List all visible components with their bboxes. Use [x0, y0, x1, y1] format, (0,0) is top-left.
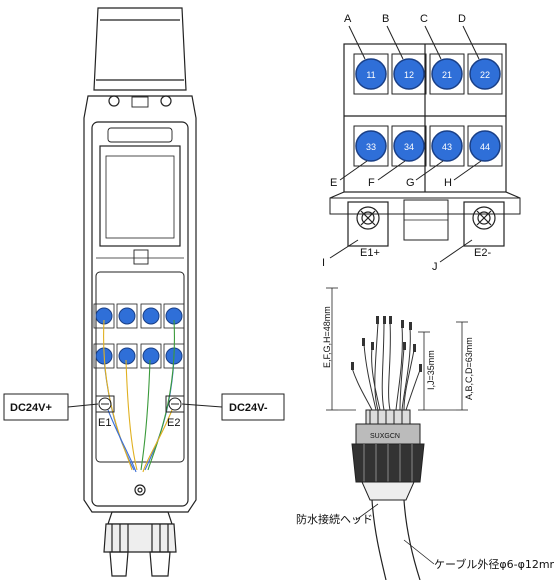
cable-label: ケーブル外径φ6-φ12mm: [434, 557, 554, 571]
terminal-number: 12: [404, 70, 414, 80]
letter-leader: [462, 25, 480, 60]
terminal-number: 44: [480, 142, 490, 152]
dc24v-plus-leader: [67, 403, 99, 408]
e1-label: E1: [98, 417, 111, 429]
dc24v-plus-label: DC24V+: [10, 402, 52, 414]
terminal-letter: G: [406, 177, 415, 189]
small-terminal-screw: [118, 347, 136, 365]
dc24v-plus-box: [3, 393, 69, 421]
terminal-screw: [431, 130, 463, 162]
terminal-number: 21: [442, 70, 452, 80]
terminal-housing: [467, 125, 503, 167]
wire-ends: [351, 316, 422, 372]
small-terminal-screw: [142, 347, 160, 365]
small-terminal-screw: [142, 307, 160, 325]
dim-abcd: A,B,C,D=63mm: [464, 337, 474, 400]
cable-leader: [403, 539, 435, 565]
e2-label: E2: [167, 417, 180, 429]
dimension-lines: [326, 287, 468, 411]
waterproof-gland: [351, 409, 425, 501]
terminal-letter: B: [382, 13, 389, 25]
terminal-housing: [467, 53, 503, 95]
big-terminals: 11 A 12 B 21 C 22 D 33E 34F 43G 44H: [330, 13, 503, 189]
letter-leader: [348, 25, 366, 60]
gland-label: 防水接続ヘッド: [296, 512, 373, 526]
ground-screw-e2: [472, 206, 496, 230]
terminal-screw: [393, 58, 425, 90]
letter-leader: [424, 25, 442, 60]
letter-leader: [453, 160, 482, 181]
cable-wires: [351, 321, 421, 411]
terminal-screw: [469, 58, 501, 90]
terminal-screw: [469, 130, 501, 162]
terminal-housing: [391, 53, 427, 95]
terminal-letter: C: [420, 13, 428, 25]
terminal-housing: [353, 53, 389, 95]
terminal-block-detail: [329, 43, 521, 247]
terminal-screw: [355, 130, 387, 162]
dc24v-minus-leader: [181, 403, 223, 408]
terminal-letter: A: [344, 13, 352, 25]
ground-left-label: E1+: [360, 247, 380, 259]
terminal-number: 33: [366, 142, 376, 152]
small-terminal-housing: [116, 343, 138, 369]
enclosure: [83, 7, 197, 577]
dim-efgh: E,F,G,H=48mm: [322, 306, 332, 368]
terminal-number: 22: [480, 70, 490, 80]
terminal-housing: [391, 125, 427, 167]
terminal-screw: [355, 58, 387, 90]
ground-screw-e1: [356, 206, 380, 230]
gland-brand: SUXGCN: [370, 433, 400, 440]
small-terminal-block: [93, 303, 185, 369]
letter-j: J: [432, 261, 438, 273]
small-terminal-housing: [140, 303, 162, 329]
ground-right-label: E2-: [474, 247, 491, 259]
terminal-housing: [353, 125, 389, 167]
terminal-screw: [431, 58, 463, 90]
terminal-number: 34: [404, 142, 414, 152]
letter-i: I: [322, 257, 325, 269]
letter-leader: [415, 160, 444, 181]
terminal-housing: [429, 53, 465, 95]
small-terminal-screw: [118, 307, 136, 325]
letter-leader: [339, 160, 368, 181]
terminal-screw: [393, 130, 425, 162]
terminal-housing: [429, 125, 465, 167]
gland-leader: [355, 503, 379, 521]
terminal-number: 43: [442, 142, 452, 152]
dc24v-minus-label: DC24V-: [229, 402, 268, 414]
cable-outline: [371, 499, 421, 580]
leader-i: [329, 239, 359, 259]
dc24v-minus-box: [221, 393, 285, 421]
small-terminal-housing: [140, 343, 162, 369]
letter-leader: [377, 160, 406, 181]
letter-leader: [386, 25, 404, 60]
small-terminal-housing: [116, 303, 138, 329]
terminal-number: 11: [366, 70, 375, 80]
terminal-letter: F: [368, 177, 375, 189]
dim-ij: I,J=35mm: [426, 350, 436, 390]
terminal-letter: E: [330, 177, 337, 189]
terminal-letter: D: [458, 13, 466, 25]
internal-wires: [103, 319, 175, 473]
terminal-letter: H: [444, 177, 452, 189]
leader-j: [439, 239, 473, 263]
